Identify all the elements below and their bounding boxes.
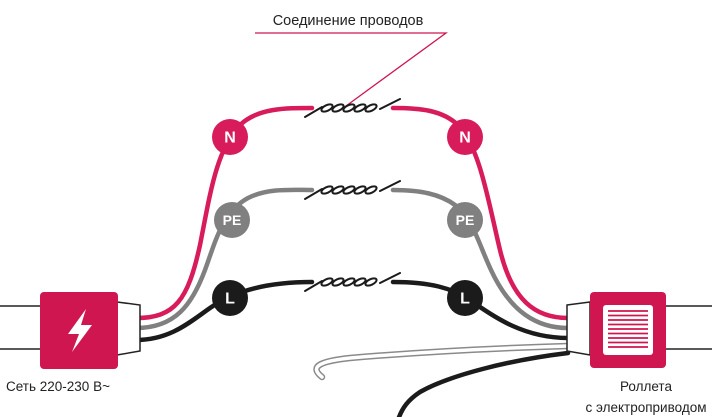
- shutter-slats: [608, 310, 648, 348]
- twist-loop: [364, 277, 378, 287]
- twist-loop: [320, 185, 334, 195]
- lightning-icon: [68, 309, 92, 352]
- loose-wires: [313, 342, 572, 417]
- badge-circle: [212, 119, 248, 155]
- device-cable-end: [566, 301, 591, 356]
- wire-badge-l-right: L: [447, 280, 483, 316]
- wire-badge-pe-right: PE: [447, 202, 483, 238]
- twist-start-tick: [304, 188, 323, 200]
- twist-loop: [331, 277, 345, 287]
- badge-circle: [447, 280, 483, 316]
- device-cable: [566, 292, 712, 368]
- wire-pe: [133, 187, 571, 331]
- badge-label: L: [225, 291, 235, 308]
- badge-label: PE: [223, 212, 242, 228]
- twisted-junction-pe: [304, 180, 401, 200]
- wire-n: [133, 105, 571, 321]
- wire-pe-left: [133, 187, 315, 331]
- twist-loop: [353, 277, 367, 287]
- wire-n-right: [390, 105, 571, 321]
- device-label-line1: Роллета: [620, 379, 672, 394]
- source-label: Сеть 220-230 В~: [6, 379, 110, 394]
- wire-badge-pe-left: PE: [214, 202, 250, 238]
- twist-loop: [342, 103, 356, 113]
- twist-loop: [331, 185, 345, 195]
- source-cable: [0, 292, 141, 369]
- twist-start-tick: [304, 106, 323, 118]
- twist-end-tick: [379, 272, 401, 284]
- wire-pe-right: [390, 187, 571, 331]
- roller-shutter-icon: [603, 305, 653, 355]
- badge-circle: [212, 280, 248, 316]
- twist-loop: [353, 185, 367, 195]
- twist-loop: [364, 103, 378, 113]
- badge-label: N: [224, 130, 236, 147]
- twist-start-tick: [304, 280, 323, 292]
- twist-loop: [331, 103, 345, 113]
- wire-n-left: [133, 105, 315, 321]
- badge-circle: [214, 202, 250, 238]
- wire-l-left: [133, 279, 315, 343]
- twist-loop: [353, 103, 367, 113]
- twist-end-tick: [379, 180, 401, 192]
- loose-wire-black: [396, 350, 571, 417]
- twisted-junction-n: [304, 98, 401, 118]
- twist-loop: [342, 277, 356, 287]
- twist-loop: [320, 277, 334, 287]
- twist-loop: [320, 103, 334, 113]
- wire-badge-l-left: L: [212, 280, 248, 316]
- wire-badge-n-left: N: [212, 119, 248, 155]
- twist-loop: [342, 185, 356, 195]
- wire-badge-n-right: N: [447, 119, 483, 155]
- badge-label: N: [459, 130, 471, 147]
- twist-end-tick: [379, 98, 401, 110]
- loose-wire-white: [314, 344, 570, 379]
- badge-circle: [447, 119, 483, 155]
- twisted-junction-l: [304, 272, 401, 292]
- badge-circle: [447, 202, 483, 238]
- badge-label: PE: [456, 212, 475, 228]
- title-leader-line: [255, 32, 448, 107]
- twist-loop: [364, 185, 378, 195]
- device-label-line2: с электроприводом: [586, 400, 707, 415]
- source-cable-end: [116, 301, 141, 356]
- badge-label: L: [460, 291, 470, 308]
- diagram-title: Соединение проводов: [273, 13, 424, 29]
